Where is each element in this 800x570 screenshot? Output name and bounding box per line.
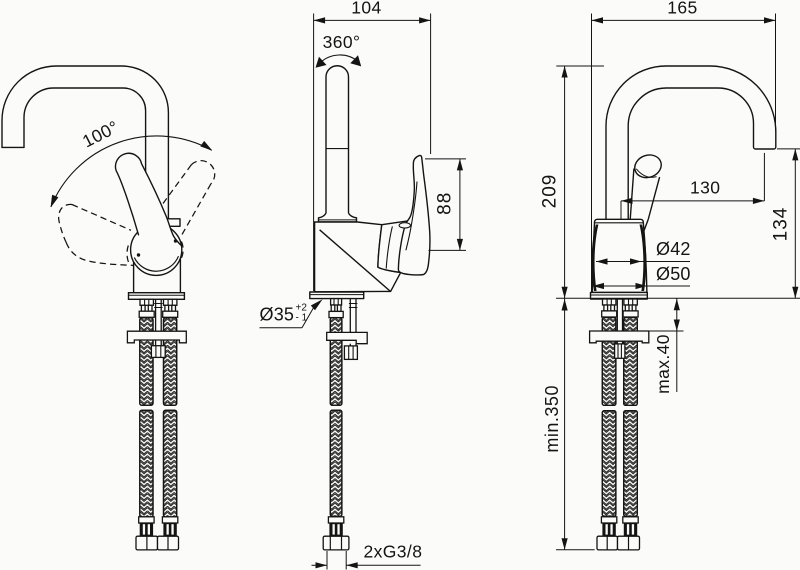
svg-text:130: 130 [690, 177, 720, 197]
svg-text:209: 209 [539, 174, 560, 209]
svg-text:Ø42: Ø42 [656, 239, 691, 259]
svg-text:+2: +2 [296, 302, 308, 313]
svg-text:360°: 360° [323, 32, 361, 52]
svg-text:165: 165 [667, 0, 697, 17]
svg-text:134: 134 [770, 207, 791, 242]
svg-text:104: 104 [351, 0, 381, 18]
svg-text:- 1: - 1 [296, 312, 308, 323]
svg-text:max.40: max.40 [653, 334, 673, 394]
svg-text:min.350: min.350 [542, 385, 562, 453]
svg-text:Ø35: Ø35 [260, 305, 295, 325]
svg-text:88: 88 [435, 192, 456, 215]
svg-text:Ø50: Ø50 [656, 264, 691, 284]
svg-text:2xG3/8: 2xG3/8 [364, 542, 423, 562]
